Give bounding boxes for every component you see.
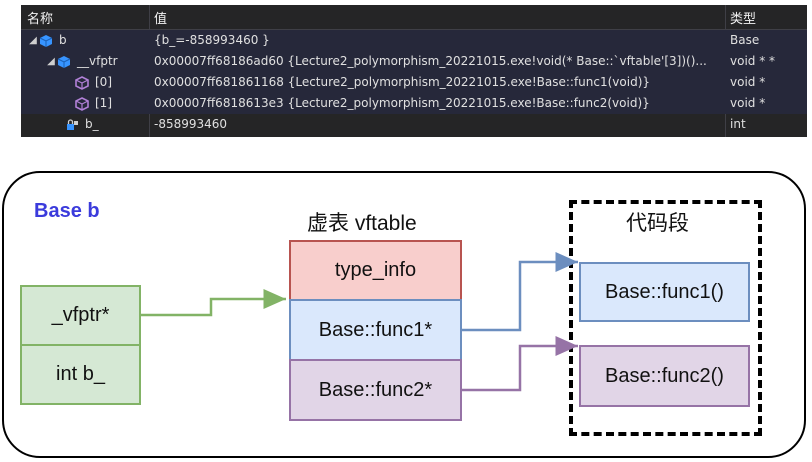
watch-type: void * (730, 75, 766, 89)
object-vfptr-box: _vfptr* (20, 285, 141, 346)
watch-row-index-0[interactable]: [0] 0x00007ff681861168 {Lecture2_polymor… (21, 72, 807, 93)
diagram-title: Base b (34, 200, 100, 222)
arrow-func2-to-code (462, 336, 578, 392)
watch-value[interactable]: 0x00007ff68186ad60 {Lecture2_polymorphis… (154, 54, 707, 68)
watch-window: 名称 值 类型 ◢ b {b_=-858993460 } Base ◢ __vf… (21, 5, 807, 137)
memory-layout-diagram (2, 171, 806, 458)
watch-type: void * (730, 96, 766, 110)
code-segment-caption: 代码段 (626, 212, 689, 235)
object-cube-icon (57, 55, 71, 68)
column-header-name[interactable]: 名称 (27, 11, 54, 27)
vftable-caption: 虚表 vftable (307, 212, 417, 235)
expand-triangle-icon[interactable]: ◢ (47, 56, 55, 67)
column-header-type[interactable]: 类型 (730, 11, 757, 27)
expand-triangle-icon[interactable]: ◢ (29, 35, 37, 46)
watch-value[interactable]: 0x00007ff681861168 {Lecture2_polymorphis… (154, 75, 651, 89)
watch-type: int (730, 117, 746, 131)
watch-name: b_ (85, 117, 99, 131)
vftable-func2-box: Base::func2* (289, 359, 462, 421)
code-func1-box: Base::func1() (579, 262, 750, 322)
column-header-value[interactable]: 值 (154, 11, 168, 27)
watch-name: [0] (95, 75, 112, 89)
watch-value[interactable]: {b_=-858993460 } (154, 33, 270, 47)
watch-name: [1] (95, 96, 112, 110)
watch-row-b[interactable]: ◢ b {b_=-858993460 } Base (21, 30, 807, 51)
watch-name: b (59, 33, 67, 47)
watch-name: __vfptr (77, 54, 118, 68)
watch-type: Base (730, 33, 760, 47)
code-func2-box: Base::func2() (579, 345, 750, 407)
watch-row-b-member[interactable]: b_ -858993460 int (21, 114, 807, 135)
vftable-type-info-box: type_info (289, 240, 462, 301)
vftable-func1-box: Base::func1* (289, 299, 462, 361)
method-cube-icon (75, 96, 89, 111)
watch-value[interactable]: 0x00007ff6818613e3 {Lecture2_polymorphis… (154, 96, 650, 110)
code-segment-boundary (569, 200, 762, 436)
method-cube-icon (75, 75, 89, 90)
watch-header: 名称 值 类型 (21, 5, 807, 30)
arrow-vfptr-to-vftable (141, 289, 286, 317)
object-cube-icon (39, 34, 53, 47)
watch-type: void * * (730, 54, 776, 68)
watch-row-index-1[interactable]: [1] 0x00007ff6818613e3 {Lecture2_polymor… (21, 93, 807, 114)
arrow-func1-to-code (462, 252, 578, 332)
watch-value[interactable]: -858993460 (154, 117, 228, 131)
watch-row-vfptr[interactable]: ◢ __vfptr 0x00007ff68186ad60 {Lecture2_p… (21, 51, 807, 72)
object-member-box: int b_ (20, 344, 141, 405)
field-lock-icon (67, 118, 78, 130)
